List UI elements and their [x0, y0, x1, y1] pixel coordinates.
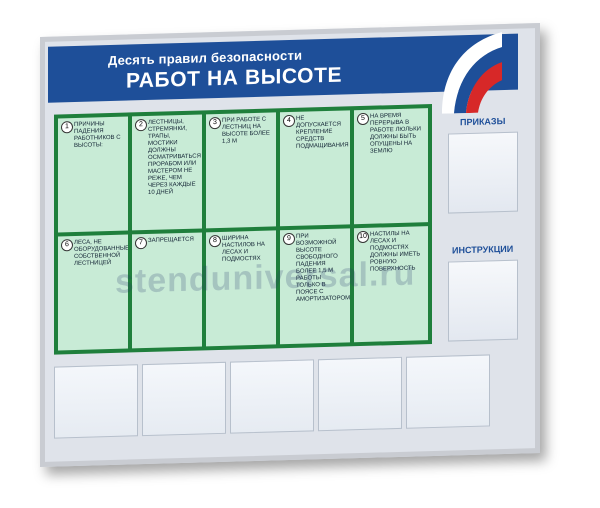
rule-card: 5 На время перерыва в работе люльки долж… [354, 108, 428, 225]
rules-panel: 1 Причины падения работников с высоты: 2… [54, 104, 432, 355]
rule-number: 3 [209, 116, 221, 130]
rule-card: 4 Не допускается крепление средств подма… [280, 110, 350, 227]
rule-text: Запрещается [148, 236, 194, 244]
rule-card: 2 Лестницы, стремянки, трапы, мостики до… [132, 114, 202, 231]
rule-number: 4 [283, 114, 295, 128]
document-pocket [230, 359, 314, 434]
flag-swoosh-icon [442, 32, 502, 114]
rule-text: При работе с лестниц на высоте более 1,3… [222, 116, 270, 145]
rule-text: Причины падения работников с высоты: [74, 121, 121, 150]
section-label-orders: ПРИКАЗЫ [460, 115, 506, 128]
rule-number: 7 [135, 236, 147, 250]
vertical-pocket [448, 131, 518, 214]
rule-text: Лестницы, стремянки, трапы, мостики долж… [148, 118, 201, 196]
rule-card: 1 Причины падения работников с высоты: [58, 116, 128, 233]
document-pocket [142, 361, 226, 437]
rule-number: 2 [135, 118, 147, 132]
safety-stand: Десять правил безопасности РАБОТ НА ВЫСО… [40, 23, 540, 467]
header-banner: Десять правил безопасности РАБОТ НА ВЫСО… [48, 32, 518, 114]
rule-text: Не допускается крепление средств подмащи… [296, 115, 349, 150]
document-pocket [54, 364, 138, 439]
section-label-instructions: ИНСТРУКЦИИ [452, 243, 514, 256]
rule-number: 10 [357, 230, 369, 244]
document-pocket [406, 354, 490, 429]
rule-text: На время перерыва в работе люльки должны… [370, 112, 421, 155]
document-pocket [318, 356, 402, 432]
rule-number: 6 [61, 239, 73, 252]
rule-card: 3 При работе с лестниц на высоте более 1… [206, 112, 276, 229]
rule-number: 5 [357, 112, 369, 126]
vertical-pocket [448, 259, 518, 342]
header-title: РАБОТ НА ВЫСОТЕ [126, 63, 343, 93]
rule-number: 8 [209, 234, 221, 248]
rule-number: 9 [283, 232, 295, 246]
bottom-pockets [54, 354, 502, 445]
rule-number: 1 [61, 121, 73, 134]
